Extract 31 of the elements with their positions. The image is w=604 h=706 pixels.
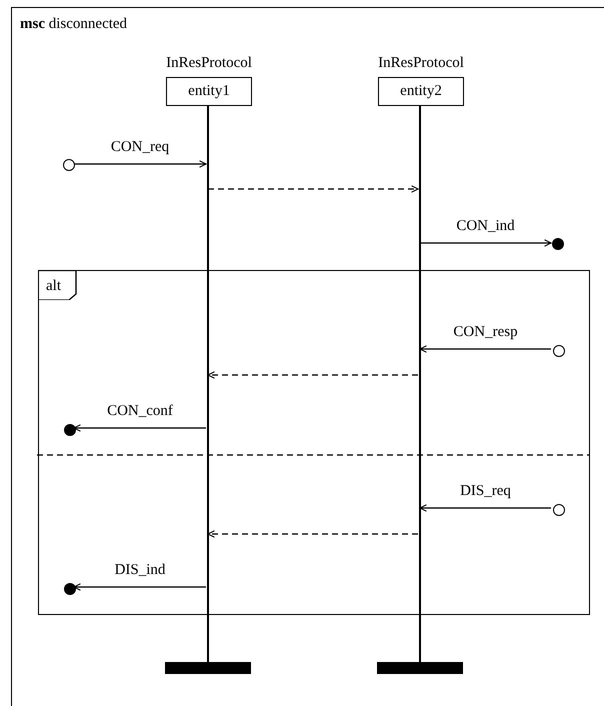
message-label: CON_ind: [456, 219, 515, 234]
chart-frame: [11, 7, 604, 706]
instance-box: entity1: [166, 77, 252, 106]
frame-title: msc disconnected: [20, 17, 128, 32]
message-arrow: [419, 345, 551, 353]
message-label: DIS_ind: [114, 563, 166, 578]
message-arrow: [420, 239, 552, 247]
message-arrow: [73, 583, 206, 591]
message-label: CON_resp: [453, 325, 518, 340]
operator-label: alt: [46, 279, 61, 294]
environment-port-circle: [553, 345, 565, 357]
message-label: CON_req: [110, 140, 170, 155]
instance-type-label: InResProtocol: [166, 56, 252, 71]
instance-box: entity2: [378, 77, 464, 106]
message-label: DIS_req: [460, 484, 511, 499]
message-label: CON_conf: [107, 404, 173, 419]
dashed-message-arrow: [208, 185, 419, 193]
lifeline: [419, 106, 421, 662]
environment-port-dot: [64, 583, 76, 595]
environment-port-dot: [552, 238, 564, 250]
instance-type-label: InResProtocol: [378, 56, 464, 71]
lifeline: [207, 106, 209, 662]
environment-port-circle: [63, 159, 75, 171]
environment-port-circle: [553, 504, 565, 516]
dashed-message-arrow: [207, 371, 418, 379]
message-arrow: [419, 504, 551, 512]
dashed-message-arrow: [207, 530, 418, 538]
environment-port-dot: [64, 424, 76, 436]
message-arrow: [73, 424, 206, 432]
combined-fragment-frame: [38, 270, 590, 615]
message-arrow: [74, 160, 207, 168]
